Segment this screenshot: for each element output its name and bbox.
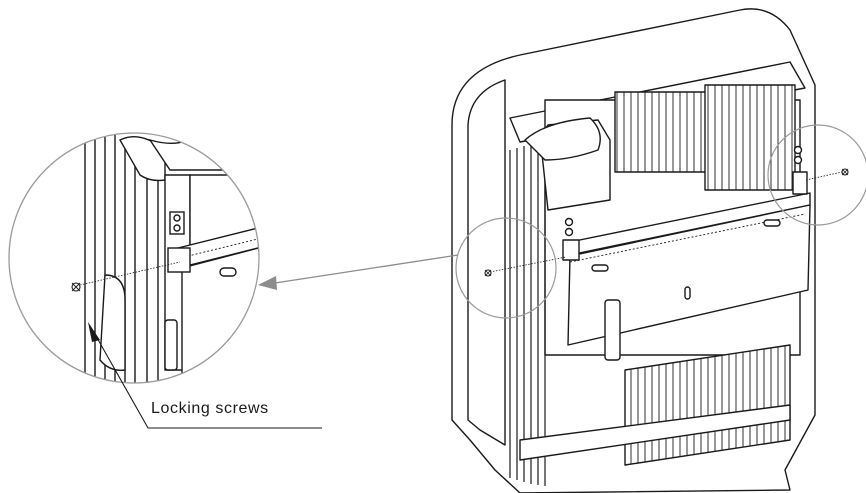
heatsink-top	[614, 91, 716, 173]
leader-line	[274, 254, 459, 284]
zoom-detail	[9, 133, 259, 383]
callout-leader	[95, 335, 322, 429]
detail-circle-right	[767, 124, 866, 226]
side-ribs	[509, 144, 546, 486]
locking-screw-icon	[71, 261, 181, 292]
locking-screw-icon	[805, 168, 849, 181]
zoom-circle	[8, 132, 260, 384]
callout-label-locking-screws: Locking screws	[151, 400, 269, 417]
arrow-head-icon	[258, 276, 277, 290]
detail-circle-left	[455, 217, 557, 319]
locking-screw-icon	[484, 256, 567, 277]
inverter-unit	[451, 8, 816, 493]
